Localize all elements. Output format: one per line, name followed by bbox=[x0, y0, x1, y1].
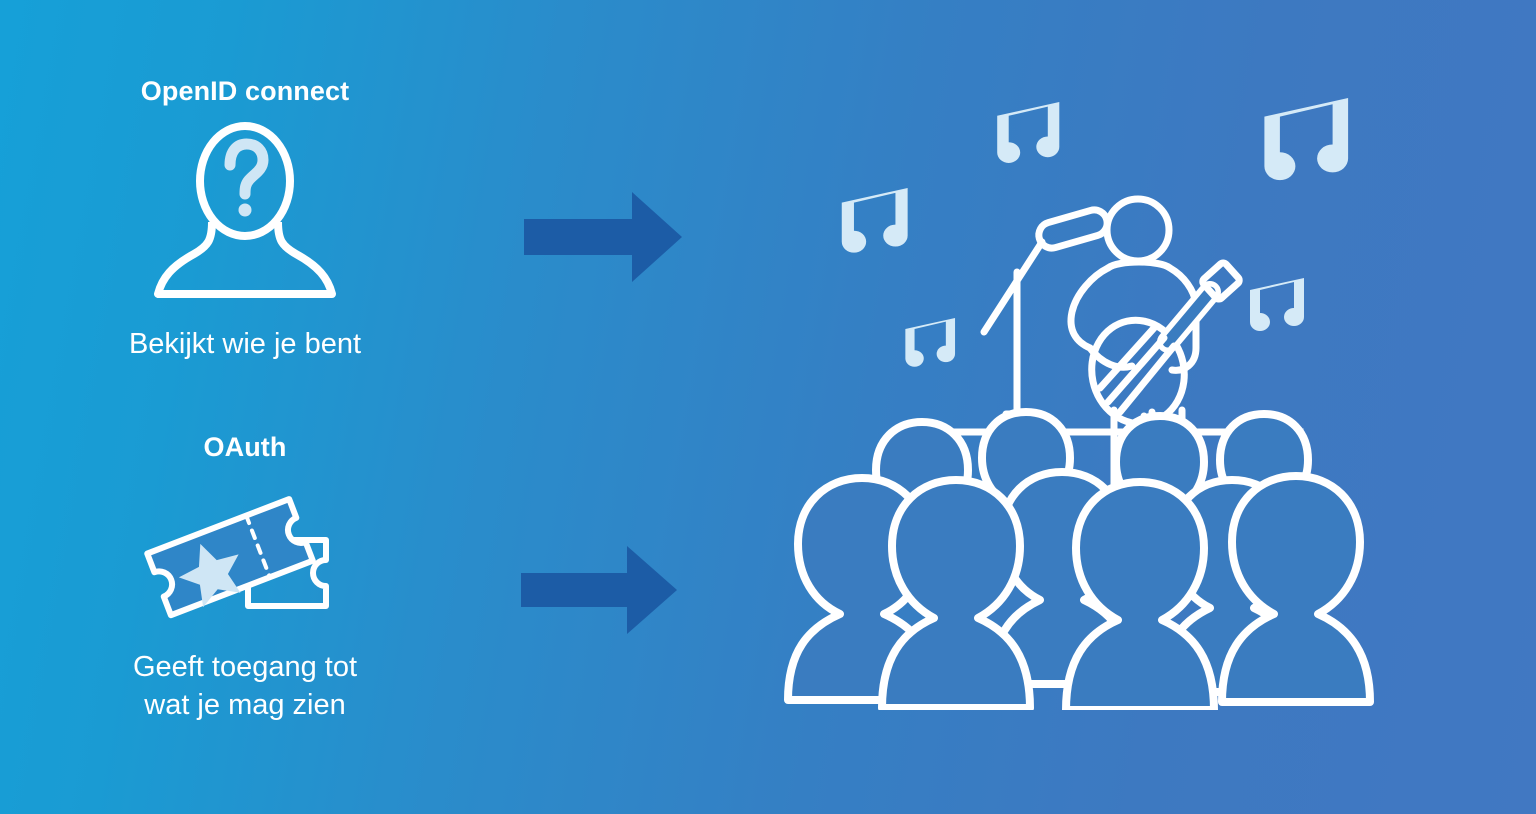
right-arrow-icon bbox=[521, 546, 681, 639]
oauth-title: OAuth bbox=[203, 432, 287, 462]
music-note-icon bbox=[905, 318, 956, 367]
left-column: OpenID connect Bekijkt wie je bent OAuth bbox=[0, 0, 490, 814]
openid-connect-title: OpenID connect bbox=[140, 76, 350, 106]
oauth-caption: Geeft toegang tot wat je mag zien bbox=[0, 648, 490, 724]
crowd-person bbox=[878, 476, 1034, 710]
person-question-icon bbox=[0, 118, 490, 298]
caption-line: Geeft toegang tot bbox=[132, 651, 358, 683]
tickets-icon bbox=[0, 478, 490, 628]
caption-line: Bekijkt wie je bent bbox=[128, 328, 362, 360]
concert-scene bbox=[770, 80, 1390, 710]
music-note-icon bbox=[1264, 98, 1349, 181]
music-note-icon bbox=[997, 102, 1060, 163]
crowd-person bbox=[1218, 472, 1374, 706]
crowd-person bbox=[1062, 478, 1218, 710]
audience-crowd-front-row bbox=[878, 472, 1374, 710]
caption-line: wat je mag zien bbox=[144, 689, 346, 721]
openid-connect-caption: Bekijkt wie je bent bbox=[0, 325, 490, 363]
music-notes-group bbox=[841, 98, 1349, 367]
right-arrow-icon bbox=[524, 192, 684, 287]
music-note-icon bbox=[841, 188, 908, 253]
music-note-icon bbox=[1250, 278, 1304, 331]
